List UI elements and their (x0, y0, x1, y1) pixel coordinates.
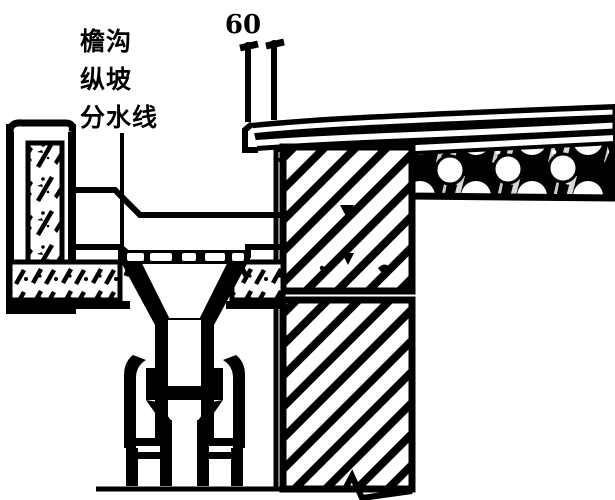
pipe-collar (124, 355, 245, 486)
gutter-label-line-3: 分水线 (80, 103, 158, 132)
gutter-text-label: 檐沟 纵坡 分水线 (80, 27, 158, 132)
dimension-60-value: 60 (225, 10, 261, 40)
upstand-concrete-wall (273, 143, 416, 500)
gutter-label-line-1: 檐沟 (80, 27, 132, 56)
roof-finish-layers (242, 104, 615, 153)
gutter-label-line-2: 纵坡 (80, 65, 132, 94)
dimension-60: 60 (225, 10, 285, 122)
